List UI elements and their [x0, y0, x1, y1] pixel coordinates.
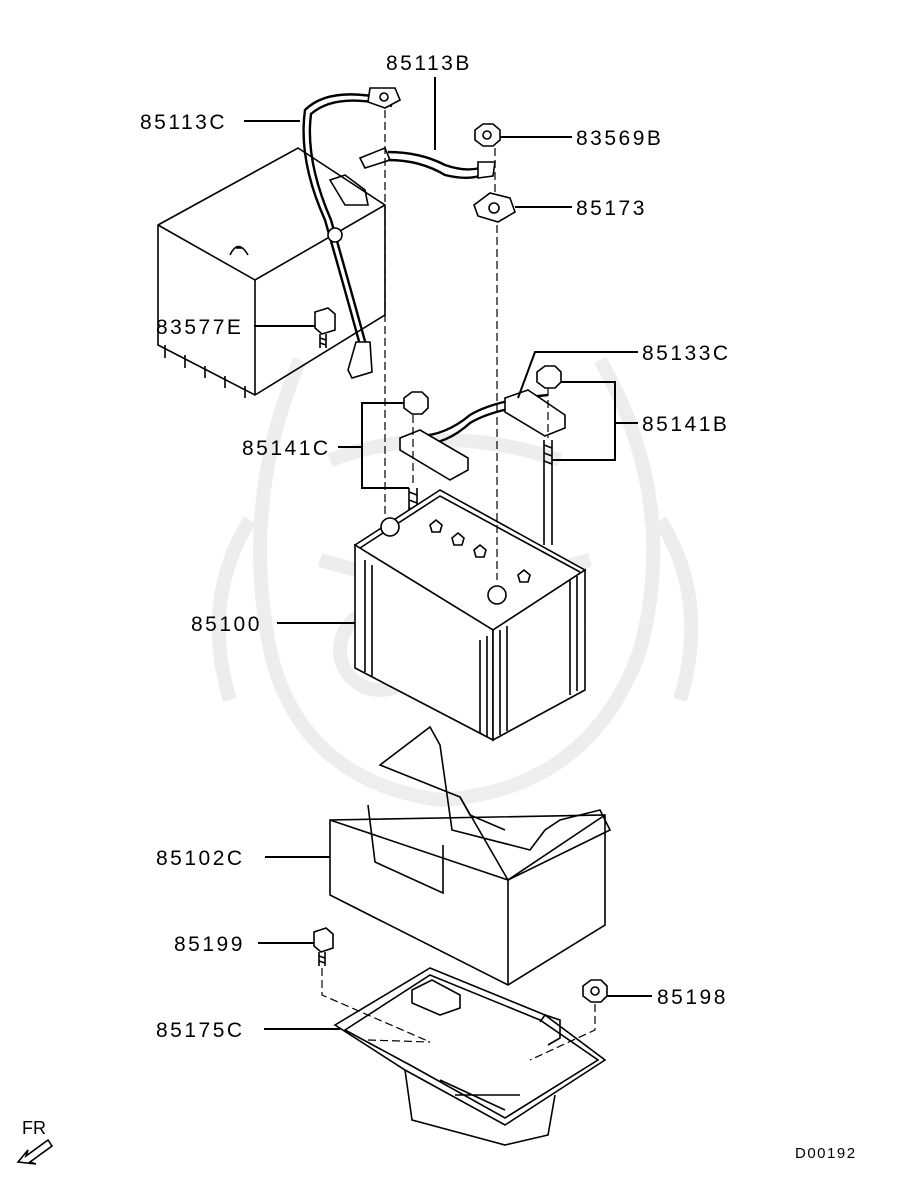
negative-cable-85113c — [302, 87, 402, 379]
leader-lines — [244, 77, 652, 1030]
terminal-85173 — [473, 192, 516, 223]
nut-83569b — [474, 123, 501, 147]
hold-down-frame-85133c — [399, 389, 566, 481]
bolt-85199 — [313, 927, 334, 966]
battery-tray-85102c — [329, 725, 612, 986]
adjacent-component-box — [157, 147, 386, 398]
tray-bracket-85175c — [333, 967, 607, 1146]
label-85113c: 85113C — [140, 111, 227, 134]
label-85173: 85173 — [576, 197, 647, 220]
front-direction-arrow — [16, 1138, 54, 1165]
label-85133c: 85133C — [642, 342, 731, 365]
fr-label: FR — [22, 1118, 46, 1138]
positive-cable-85113b — [358, 146, 496, 179]
bolt-83577e — [314, 307, 336, 348]
alignment-lines — [321, 110, 596, 1061]
label-85198: 85198 — [657, 986, 728, 1009]
battery-85100 — [353, 489, 587, 742]
label-83577e: 83577E — [156, 316, 243, 339]
drawing-code: D00192 — [795, 1145, 857, 1162]
label-85141c: 85141C — [242, 437, 331, 460]
label-85102c: 85102C — [156, 847, 245, 870]
label-85175c: 85175C — [156, 1019, 245, 1042]
label-85199: 85199 — [174, 933, 245, 956]
label-85113b: 85113B — [386, 52, 472, 75]
label-83569b: 83569B — [576, 127, 663, 150]
nut-85198 — [582, 979, 608, 1003]
label-85141b: 85141B — [642, 413, 729, 436]
part-labels: 85113B 85113C 83569B 85173 83577E 85133C… — [22, 52, 857, 1162]
label-85100: 85100 — [191, 613, 262, 636]
